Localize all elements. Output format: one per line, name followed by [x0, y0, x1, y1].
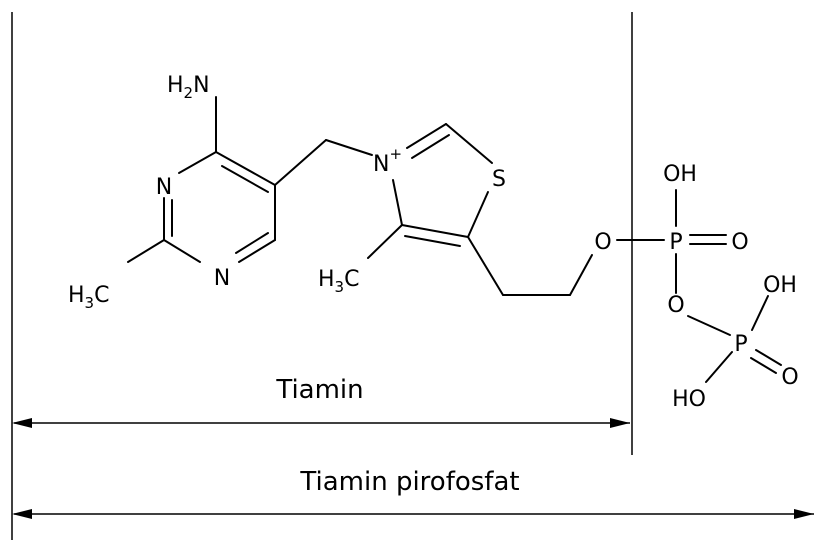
bond-lines — [127, 96, 782, 383]
atom-labels: H2N N N H3C N+ S H3C O P OH O O P OH O H… — [68, 73, 799, 412]
tiamin-pirofosfat-label: Tiamin pirofosfat — [299, 467, 519, 497]
phosphorus-2: P — [734, 332, 747, 357]
phosphate-2-double-oxygen: O — [781, 365, 798, 390]
phosphorus-1: P — [669, 230, 682, 255]
phosphate-2-hydroxyl-bottom: HO — [672, 387, 706, 412]
tiamin-label: Tiamin — [275, 375, 363, 405]
pyrimidine-nitrogen-bottom: N — [214, 266, 230, 291]
tiamin-span-arrow — [12, 418, 630, 428]
amine-group: H2N — [167, 73, 210, 102]
bridging-oxygen: O — [667, 293, 684, 318]
tiamin-pirofosfat-span-arrow — [12, 509, 814, 519]
thiazole-sulfur: S — [492, 167, 506, 192]
phosphate-1-double-oxygen: O — [731, 230, 748, 255]
phosphate-2-hydroxyl-top: OH — [763, 273, 797, 298]
methyl-group-thiazole: H3C — [318, 267, 359, 296]
phosphate-1-hydroxyl: OH — [663, 162, 697, 187]
thiazolium-nitrogen: N+ — [373, 145, 402, 177]
pyrimidine-nitrogen-top: N — [156, 175, 172, 200]
ester-oxygen: O — [594, 230, 611, 255]
methyl-group-pyrimidine: H3C — [68, 283, 109, 312]
